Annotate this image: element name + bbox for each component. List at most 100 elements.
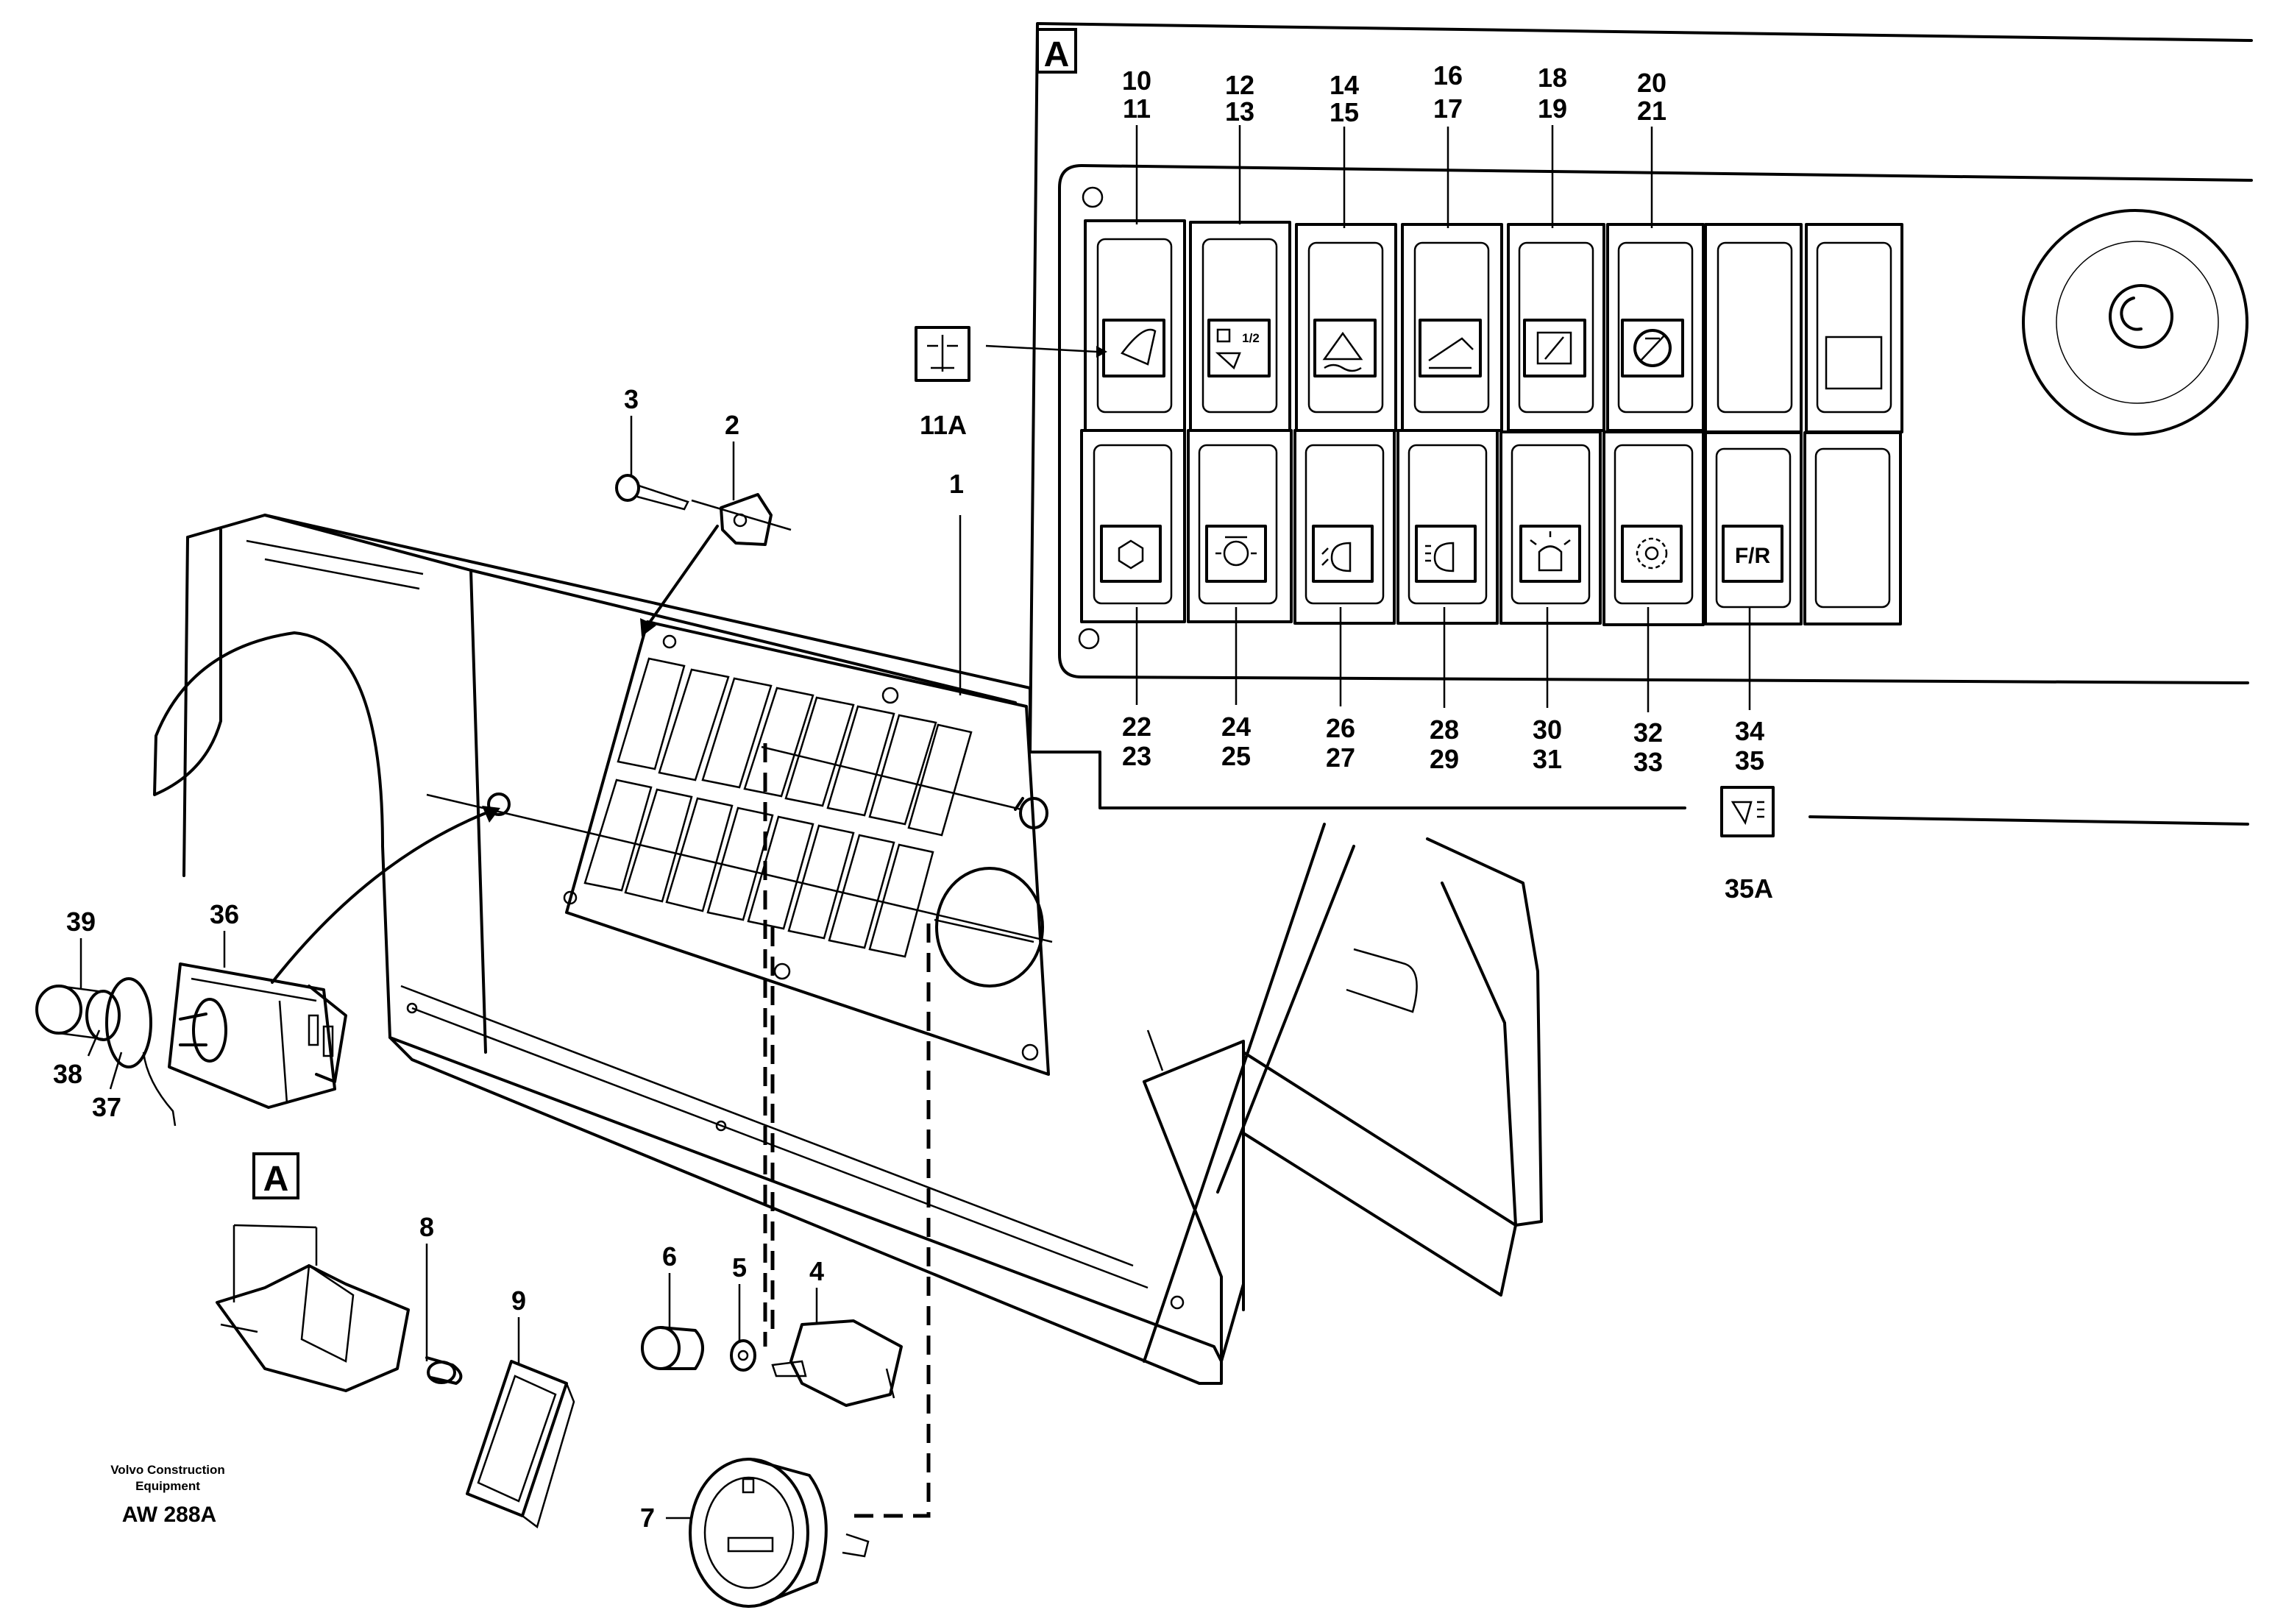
svg-text:7: 7: [640, 1503, 655, 1533]
gauge-hole: [935, 867, 1044, 987]
svg-text:38: 38: [53, 1059, 82, 1089]
switch-blank-3[interactable]: [1803, 431, 1902, 625]
svg-text:31: 31: [1533, 744, 1562, 774]
switch-22-23[interactable]: [1080, 429, 1186, 623]
svg-text:13: 13: [1225, 96, 1254, 127]
steering-wheel-icon: [1621, 319, 1684, 377]
svg-text:18: 18: [1538, 63, 1567, 93]
knob-hole: [1019, 797, 1048, 829]
knob-mount-hole: [487, 793, 511, 816]
switch-18-19[interactable]: [1507, 223, 1605, 432]
switch-26-27[interactable]: [1293, 429, 1396, 625]
switch-34-35[interactable]: F/R: [1704, 431, 1803, 625]
switch-32-33[interactable]: [1602, 430, 1705, 626]
svg-text:14: 14: [1330, 70, 1359, 100]
svg-text:9: 9: [511, 1286, 526, 1316]
switch-30-31[interactable]: [1499, 430, 1602, 625]
callout-38: 38: [53, 1029, 101, 1089]
svg-text:5: 5: [732, 1252, 747, 1283]
svg-text:F/R: F/R: [1735, 544, 1771, 568]
svg-text:19: 19: [1538, 93, 1567, 124]
part-37-39-knob: [35, 977, 177, 1127]
switch-10-11[interactable]: [1084, 219, 1186, 432]
switch-28-29[interactable]: [1396, 429, 1499, 625]
brand-line-1: Volvo Construction: [110, 1463, 225, 1477]
washer-icon: [915, 326, 970, 382]
inset-a-tag: [252, 1152, 299, 1199]
wiper-icon: [1102, 319, 1165, 377]
switch-24-25[interactable]: [1187, 429, 1293, 623]
bucket-level-icon: [1313, 319, 1377, 377]
callout-6: 6: [662, 1241, 677, 1328]
svg-text:23: 23: [1122, 741, 1151, 771]
svg-text:1: 1: [949, 469, 964, 499]
dashboard-housing: [153, 514, 1543, 1385]
housing-switch-plate: [563, 620, 1050, 1076]
boom-float-icon: [1419, 319, 1482, 377]
work-light-rear-icon: [1205, 525, 1267, 583]
housing-slot-row-bottom: [583, 779, 934, 958]
part-7-gauge: [689, 1458, 870, 1608]
svg-text:11: 11: [1123, 93, 1151, 124]
part-8-bulb: [427, 1361, 456, 1384]
svg-text:29: 29: [1430, 744, 1459, 774]
svg-text:10: 10: [1122, 65, 1151, 96]
callout-37: 37: [92, 1052, 123, 1122]
svg-text:28: 28: [1430, 715, 1459, 745]
inset-a-rocker-switch: A: [216, 1152, 463, 1392]
svg-text:20: 20: [1637, 68, 1666, 98]
svg-text:30: 30: [1533, 715, 1562, 745]
part-6-cap: [641, 1326, 704, 1370]
callout-11a-arrow: [985, 344, 1097, 353]
svg-text:1/2: 1/2: [1242, 331, 1260, 345]
svg-text:35A: 35A: [1725, 873, 1773, 904]
callout-8: 8: [419, 1212, 434, 1361]
detail-callouts-bottom: 22 23 24 25 26 27 28 29 30 31 32 33 34 3…: [1122, 712, 1773, 904]
callout-7: 7: [640, 1503, 692, 1533]
detail-view-a: A 1/2: [915, 22, 2253, 837]
switch-16-17[interactable]: [1401, 223, 1503, 432]
svg-text:33: 33: [1633, 747, 1663, 777]
door-icon: [1523, 319, 1586, 377]
assembly-arrow-36: [271, 812, 487, 984]
gauge-opening: [2022, 209, 2248, 436]
callout-1: 1: [949, 469, 964, 695]
svg-text:34: 34: [1735, 716, 1764, 746]
part-5-nut: [730, 1339, 756, 1372]
lock-half-icon: [1207, 319, 1271, 377]
svg-text:27: 27: [1326, 742, 1355, 773]
switch-blank-1[interactable]: [1704, 223, 1803, 433]
detail-box-a-tag: [1036, 28, 1077, 74]
switch-blank-2[interactable]: [1805, 223, 1903, 433]
beacon-icon: [1519, 525, 1581, 583]
assembly-arrow-2: [646, 525, 719, 627]
switch-14-15[interactable]: [1295, 223, 1397, 432]
switch-20-21[interactable]: [1606, 223, 1705, 432]
work-light-front-icon: [1100, 525, 1162, 583]
svg-text:25: 25: [1221, 741, 1251, 771]
callout-5: 5: [732, 1252, 747, 1343]
svg-text:21: 21: [1637, 96, 1666, 126]
svg-text:11A: 11A: [920, 410, 967, 440]
svg-text:12: 12: [1225, 70, 1254, 100]
rotary-knob: [2109, 284, 2173, 349]
fnr-icon: [1722, 525, 1783, 583]
svg-text:4: 4: [809, 1256, 824, 1286]
svg-text:3: 3: [624, 384, 639, 414]
svg-text:26: 26: [1326, 713, 1355, 743]
svg-text:6: 6: [662, 1241, 677, 1272]
gear-settings-icon: [1621, 525, 1683, 583]
switch-12-13[interactable]: 1/2: [1189, 221, 1291, 432]
svg-text:8: 8: [419, 1212, 434, 1242]
headlight-low-icon: [1312, 525, 1374, 583]
figure-caption: Volvo Construction Equipment AW 288A: [110, 1463, 225, 1527]
svg-text:17: 17: [1433, 93, 1463, 124]
part-4-potentiometer: [771, 1319, 903, 1407]
callout-36: 36: [210, 899, 239, 968]
svg-text:36: 36: [210, 899, 239, 929]
callout-2: 2: [725, 410, 739, 500]
switch-panel-plate: [1058, 164, 2253, 684]
part-9-lens: [466, 1360, 575, 1529]
detail-callouts-top: 10 11 12 13 14 15 16 17 18 19 20 21 11A: [920, 60, 1666, 440]
